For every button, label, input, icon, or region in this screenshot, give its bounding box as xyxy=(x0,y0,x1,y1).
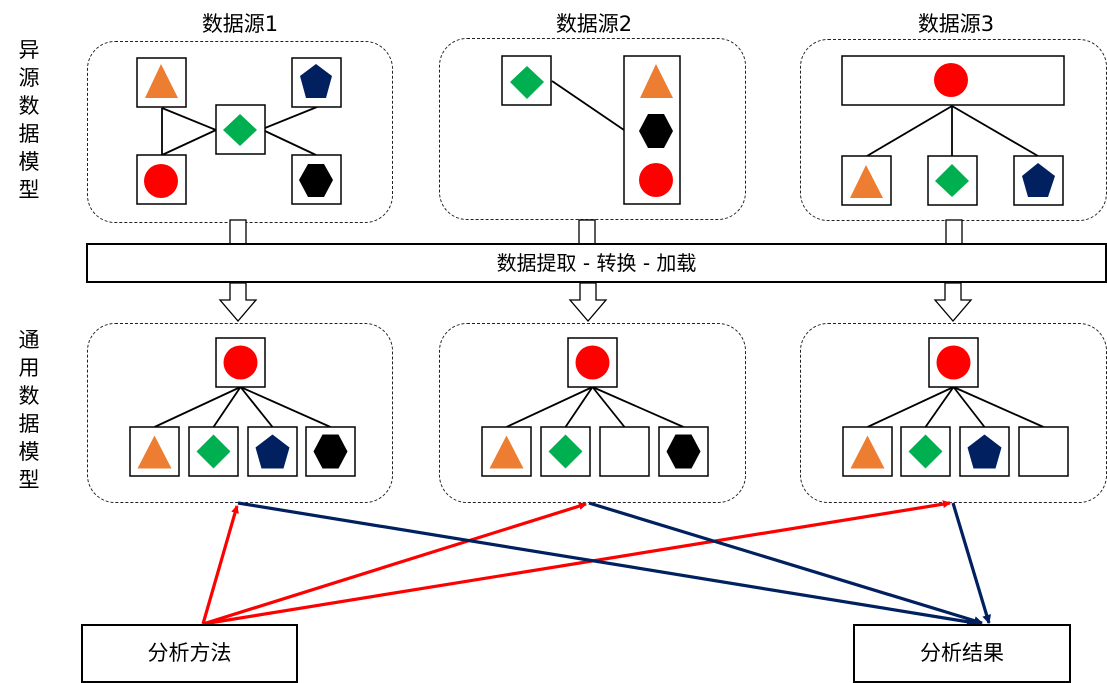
tree-connector xyxy=(240,386,331,428)
triangle-icon xyxy=(137,435,172,469)
source-3-to-etl-arrow xyxy=(945,219,963,245)
method-to-model-2-arrow xyxy=(202,502,587,626)
etl-label: 数据提取 - 转换 - 加载 xyxy=(496,251,697,275)
source-2-to-etl-arrow xyxy=(578,219,596,245)
tree-connector xyxy=(239,386,274,428)
etl-to-common-2-arrow xyxy=(568,282,608,322)
circle-icon xyxy=(575,345,610,380)
source-2-title: 数据源2 xyxy=(555,12,633,36)
empty-node-box xyxy=(1018,426,1069,477)
analysis-result-box: 分析结果 xyxy=(853,624,1071,683)
common-model-1 xyxy=(129,337,356,477)
analysis-result-arrows xyxy=(237,501,992,627)
triangle-icon xyxy=(489,435,524,469)
etl-process-bar: 数据提取 - 转换 - 加载 xyxy=(86,243,1107,283)
circle-icon xyxy=(934,63,968,97)
tree-connector xyxy=(592,386,684,428)
tree-connector xyxy=(952,386,986,428)
pentagon-icon xyxy=(300,64,332,98)
etl-to-common-1-arrow xyxy=(218,282,258,322)
diamond-icon xyxy=(548,434,583,469)
circle-icon xyxy=(144,164,178,198)
empty-node-box xyxy=(599,426,650,477)
source-3-graph xyxy=(841,55,1065,206)
model-1-to-result-arrow xyxy=(237,501,976,627)
etl-output-arrows xyxy=(218,282,973,322)
triangle-icon xyxy=(640,64,673,98)
hexagon-icon xyxy=(299,164,333,197)
hexagon-icon xyxy=(313,434,348,469)
etl-to-common-3-arrow xyxy=(933,282,973,322)
analysis-method-label: 分析方法 xyxy=(147,641,232,665)
tree-connector xyxy=(867,386,954,428)
common-models xyxy=(129,337,1069,477)
source-3-title: 数据源3 xyxy=(917,12,995,36)
pentagon-icon xyxy=(967,434,1002,469)
diamond-icon xyxy=(196,434,231,469)
triangle-icon xyxy=(850,435,885,469)
tree-connector xyxy=(953,386,1044,428)
diamond-icon xyxy=(223,114,257,146)
analysis-method-arrows xyxy=(201,500,951,626)
method-to-model-3-arrow xyxy=(202,500,951,626)
pentagon-icon xyxy=(255,434,290,469)
tree-connector xyxy=(591,386,626,428)
circle-icon xyxy=(223,345,258,380)
common-model-2 xyxy=(481,337,709,477)
circle-icon xyxy=(936,345,971,380)
diamond-icon xyxy=(510,66,544,99)
diamond-icon xyxy=(908,434,943,469)
method-to-model-1-arrow xyxy=(201,505,239,625)
model-3-to-result-arrow xyxy=(951,502,992,624)
analysis-result-label: 分析结果 xyxy=(920,641,1004,665)
pentagon-icon xyxy=(1022,163,1055,197)
source-2-graph xyxy=(501,55,681,205)
diamond-icon xyxy=(935,164,969,197)
source-1-to-etl-arrow xyxy=(229,219,247,245)
triangle-icon xyxy=(145,64,178,98)
etl-input-arrows xyxy=(229,219,963,245)
source-1-title: 数据源1 xyxy=(201,12,279,36)
heterogeneous-model-label: 异源数据模型 xyxy=(18,38,40,202)
circle-icon xyxy=(639,163,673,197)
hexagon-icon xyxy=(639,114,673,148)
hexagon-icon xyxy=(666,434,701,469)
tree-connector xyxy=(154,386,241,428)
tree-connector xyxy=(564,386,594,428)
tree-connector xyxy=(506,386,593,428)
triangle-icon xyxy=(850,165,883,198)
tree-connector xyxy=(924,386,955,428)
tree-connector xyxy=(212,386,242,428)
model-2-to-result-arrow xyxy=(588,501,983,625)
source-1-graph xyxy=(136,57,342,205)
analysis-method-box: 分析方法 xyxy=(81,624,298,683)
common-model-3 xyxy=(842,337,1069,477)
common-model-label: 通用数据模型 xyxy=(18,328,40,492)
